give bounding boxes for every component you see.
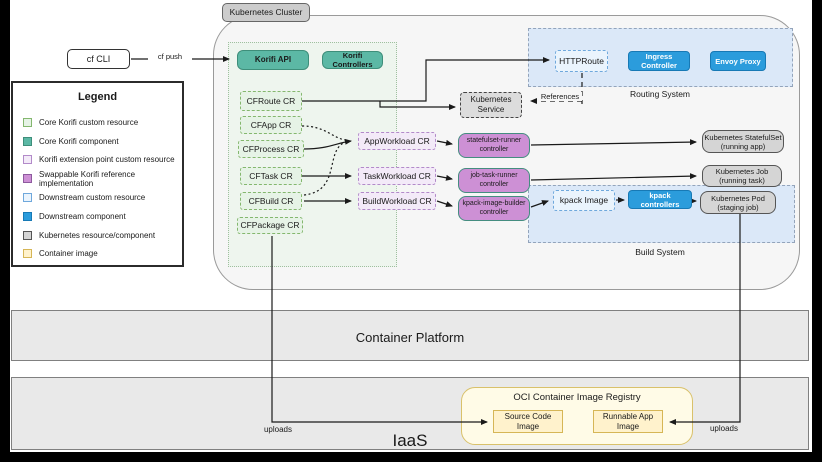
legend-item: Core Korifi component <box>23 132 178 151</box>
legend-item: Core Korifi custom resource <box>23 113 178 132</box>
legend-swatch-downstream-cr <box>23 193 32 203</box>
kubernetes-service-node: Kubernetes Service <box>460 92 522 118</box>
cftask-cr-node: CFTask CR <box>240 167 302 185</box>
kpack-image-builder-controller-node: kpack-image-builder controller <box>458 196 530 221</box>
buildworkload-cr-node: BuildWorkload CR <box>358 192 436 210</box>
kubernetes-job-node: Kubernetes Job (running task) <box>702 165 782 187</box>
oci-registry-title: OCI Container Image Registry <box>513 392 641 403</box>
legend-item: Container image <box>23 245 178 264</box>
legend-item: Swappable Korifi reference implementatio… <box>23 169 178 188</box>
references-label: References <box>538 92 582 101</box>
iaas-label: IaaS <box>392 431 428 450</box>
cfapp-cr-node: CFApp CR <box>240 116 302 134</box>
kubernetes-statefulset-node: Kubernetes StatefulSet (running app) <box>702 130 784 153</box>
korifi-api-node: Korifi API <box>237 50 309 70</box>
legend-panel: Legend Core Korifi custom resource Core … <box>11 81 184 267</box>
kubernetes-cluster-tag: Kubernetes Cluster <box>222 3 310 22</box>
cfpackage-cr-node: CFPackage CR <box>237 217 303 234</box>
korifi-controllers-node: Korifi Controllers <box>322 51 383 69</box>
legend-item: Downstream component <box>23 207 178 226</box>
ingress-controller-node: Ingress Controller <box>628 51 690 71</box>
cfprocess-cr-node: CFProcess CR <box>238 140 304 158</box>
uploads-left-label: uploads <box>263 425 293 434</box>
cf-push-label: cf push <box>148 52 192 61</box>
legend-item: Kubernetes resource/component <box>23 226 178 245</box>
legend-swatch-extension-cr <box>23 155 32 165</box>
legend-swatch-swappable-impl <box>23 174 32 184</box>
cf-cli-node: cf CLI <box>67 49 130 69</box>
job-task-runner-controller-node: job-task-runner controller <box>458 168 530 193</box>
legend-swatch-core-korifi-component <box>23 136 32 146</box>
container-platform-label: Container Platform <box>355 330 465 345</box>
legend-swatch-core-korifi-cr <box>23 117 32 127</box>
screen-edge-right <box>812 0 822 462</box>
kubernetes-pod-node: Kubernetes Pod (staging job) <box>700 191 776 214</box>
screen-edge-bottom <box>0 452 822 462</box>
uploads-right-label: uploads <box>709 424 739 433</box>
legend-items: Core Korifi custom resource Core Korifi … <box>23 113 178 263</box>
statefulset-runner-controller-node: statefulset-runner controller <box>458 133 530 158</box>
cfbuild-cr-node: CFBuild CR <box>240 192 302 210</box>
httproute-node: HTTPRoute <box>555 50 608 72</box>
legend-item: Downstream custom resource <box>23 188 178 207</box>
legend-swatch-downstream-component <box>23 211 32 221</box>
runnable-app-image-node: Runnable App Image <box>593 410 663 433</box>
appworkload-cr-node: AppWorkload CR <box>358 132 436 150</box>
build-system-label: Build System <box>635 247 685 257</box>
kpack-controllers-node: kpack controllers <box>628 190 692 209</box>
screen-edge-left <box>0 0 10 462</box>
legend-swatch-container-image <box>23 249 32 259</box>
legend-title: Legend <box>77 91 118 103</box>
routing-system-label: Routing System <box>630 89 690 99</box>
kpack-image-node: kpack Image <box>553 190 615 211</box>
legend-item: Korifi extension point custom resource <box>23 151 178 170</box>
cfroute-cr-node: CFRoute CR <box>240 91 302 111</box>
legend-swatch-k8s-resource <box>23 230 32 240</box>
taskworkload-cr-node: TaskWorkload CR <box>358 167 436 185</box>
envoy-proxy-node: Envoy Proxy <box>710 51 766 71</box>
source-code-image-node: Source Code Image <box>493 410 563 433</box>
